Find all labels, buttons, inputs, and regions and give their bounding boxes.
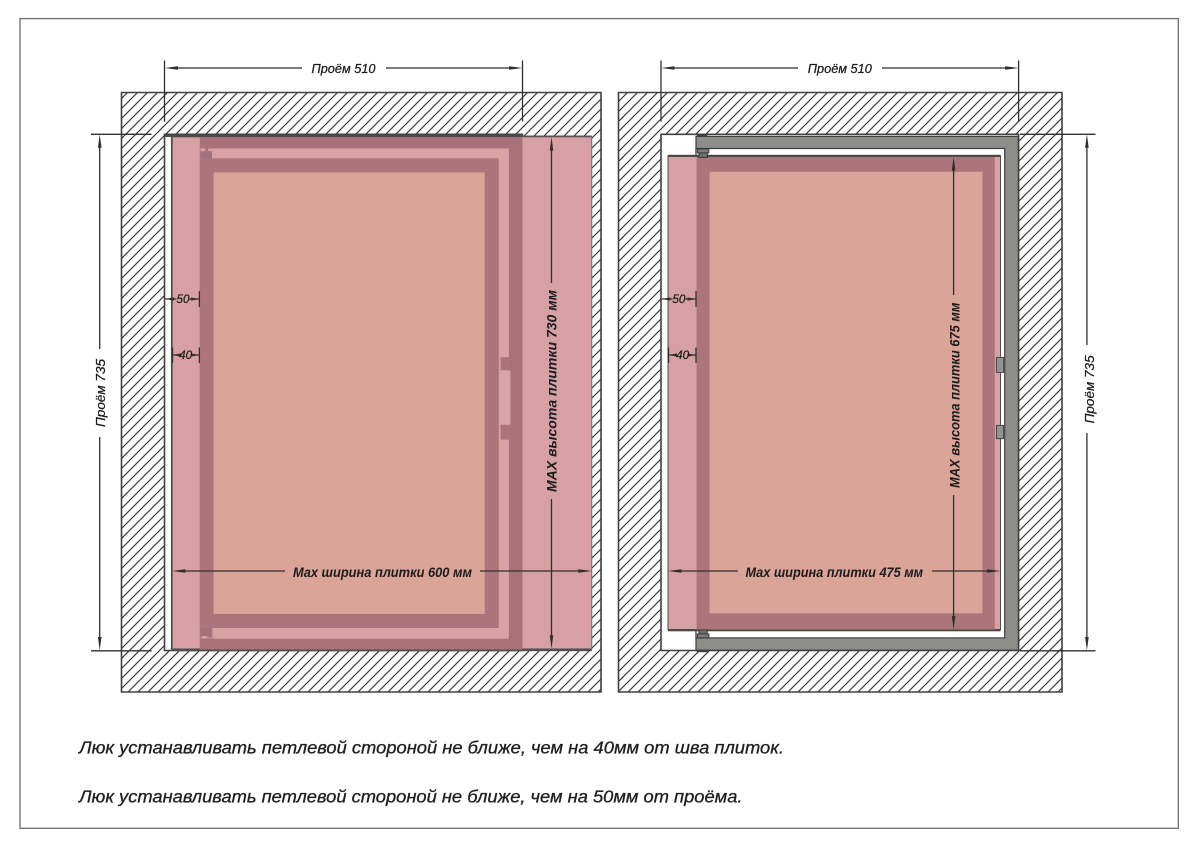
svg-text:MAX высота плитки 730 мм: MAX высота плитки 730 мм <box>544 290 559 492</box>
svg-text:40: 40 <box>179 350 193 362</box>
svg-text:Люк устанавливать петлевой сто: Люк устанавливать петлевой стороной не б… <box>78 787 743 807</box>
svg-text:Проём 735: Проём 735 <box>94 359 108 427</box>
svg-text:Проём 735: Проём 735 <box>1083 355 1097 423</box>
svg-text:50: 50 <box>672 294 686 306</box>
svg-text:40: 40 <box>676 350 690 362</box>
svg-text:Max ширина плитки 475 мм: Max ширина плитки 475 мм <box>746 565 924 580</box>
svg-text:MAX высота плитки 675 мм: MAX высота плитки 675 мм <box>948 303 963 488</box>
svg-text:Проём 510: Проём 510 <box>808 62 872 76</box>
svg-text:Люк устанавливать петлевой сто: Люк устанавливать петлевой стороной не б… <box>78 738 784 758</box>
svg-text:50: 50 <box>177 294 191 306</box>
svg-text:Проём 510: Проём 510 <box>312 62 376 76</box>
svg-text:Max ширина плитки 600 мм: Max ширина плитки 600 мм <box>293 565 472 580</box>
